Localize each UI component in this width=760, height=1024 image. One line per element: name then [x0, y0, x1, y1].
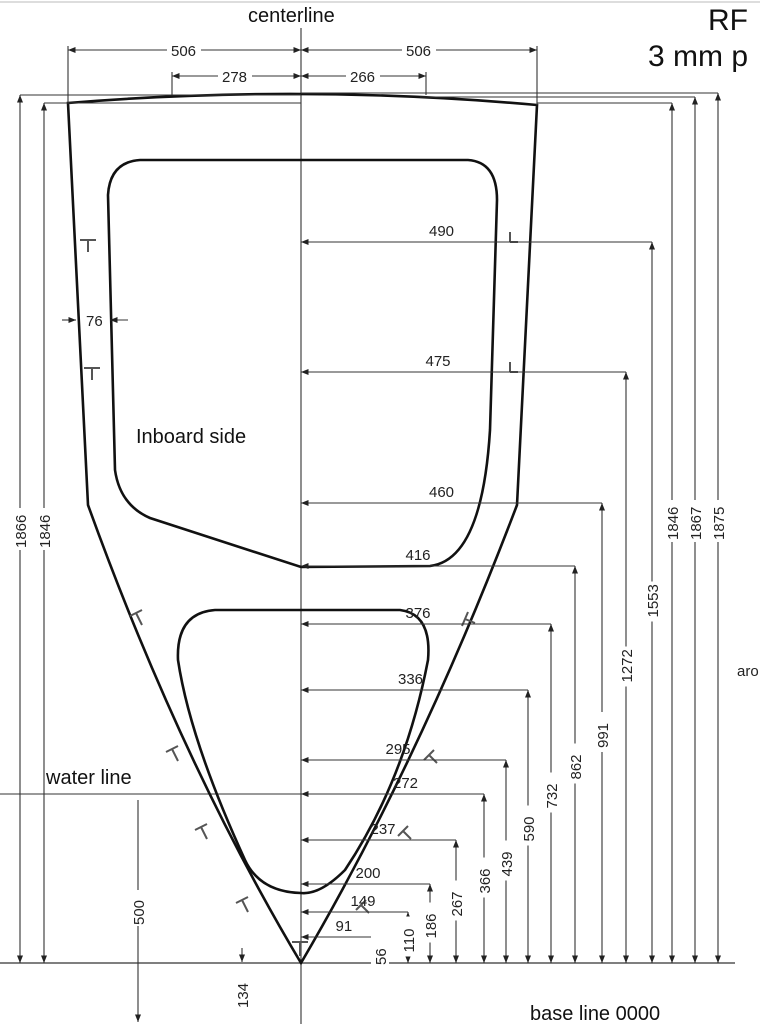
height-label: 56 — [373, 948, 390, 965]
inboard-side-label: Inboard side — [136, 426, 246, 448]
half-breadth-label: 376 — [406, 605, 431, 622]
height-label: 862 — [568, 754, 585, 779]
half-breadth-label: 91 — [336, 918, 353, 935]
frame-width-dim: 76 — [86, 313, 103, 330]
height-label: 110 — [401, 929, 418, 953]
height-label: 1272 — [619, 649, 636, 682]
top-dimensions — [67, 42, 538, 105]
half-breadth-label: 460 — [429, 484, 454, 501]
dim-278: 278 — [222, 69, 247, 86]
water-line-label: water line — [45, 767, 132, 789]
overall-height-label: 1866 — [13, 515, 30, 548]
height-label: 732 — [544, 783, 561, 808]
upper-cutout — [106, 158, 499, 569]
height-label: 366 — [477, 868, 494, 893]
overall-height-dimensions: 1846 1867 1875 1866 1846 — [11, 92, 728, 963]
overall-height-label: 1846 — [37, 515, 54, 548]
height-label: 590 — [521, 816, 538, 841]
bottom-offset-dim: 134 — [235, 983, 252, 1008]
height-label: 439 — [499, 851, 516, 876]
lower-cutout — [176, 608, 430, 895]
overall-height-label: 1867 — [688, 507, 705, 540]
frame-outline — [66, 92, 539, 966]
stiffener-marks — [80, 232, 518, 956]
dim-266: 266 — [350, 69, 375, 86]
waterline-height-dim: 500 — [131, 900, 148, 925]
centerline-label: centerline — [248, 5, 335, 27]
half-breadth-label: 475 — [426, 353, 451, 370]
base-line-label: base line 0000 — [530, 1003, 660, 1024]
half-breadth-label: 295 — [386, 741, 411, 758]
height-label: 991 — [595, 723, 612, 748]
title-line1: RF — [708, 4, 748, 37]
overall-height-label: 1875 — [711, 507, 728, 540]
half-breadth-label: 237 — [371, 821, 396, 838]
height-label: 267 — [449, 891, 466, 916]
half-breadth-label: 416 — [406, 547, 431, 564]
half-breadth-label: 490 — [429, 223, 454, 240]
overall-height-label: 1846 — [665, 507, 682, 540]
side-text-fragment: aro — [737, 663, 759, 680]
half-breadth-dimensions: 490 1553 475 1272 460 991 416 862 376 732 336 590 29… — [301, 223, 662, 969]
dim-506-right: 506 — [406, 43, 431, 60]
half-breadth-label: 200 — [356, 865, 381, 882]
dim-506-left: 506 — [171, 43, 196, 60]
title-line2: 3 mm p — [648, 40, 748, 73]
height-label: 186 — [423, 913, 440, 938]
height-label: 1553 — [645, 584, 662, 617]
half-breadth-label: 336 — [398, 671, 423, 688]
half-breadth-label: 149 — [351, 893, 376, 910]
half-breadth-label: 272 — [393, 775, 418, 792]
